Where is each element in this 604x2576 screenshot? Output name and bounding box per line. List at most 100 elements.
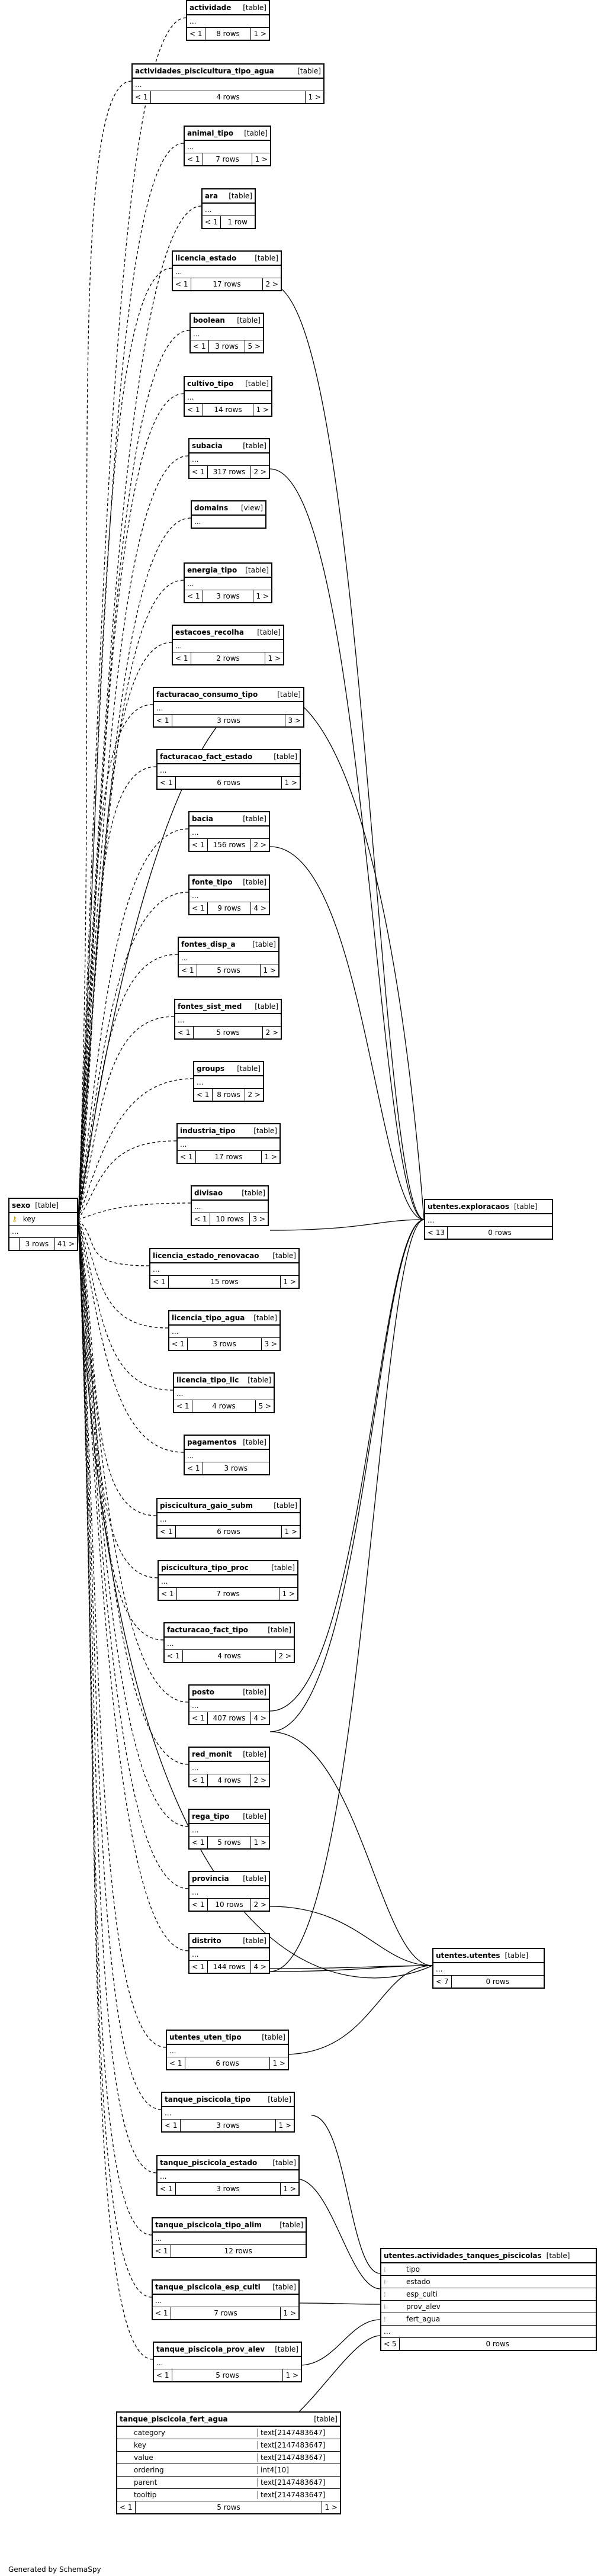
table-rega-tipo[interactable]: rega_tipo[table] ... < 1 5 rows 1 > bbox=[188, 1809, 270, 1850]
table-bacia[interactable]: bacia[table] ... < 1 156 rows 2 > bbox=[188, 811, 270, 852]
table-subacia[interactable]: subacia[table] ... < 1 317 rows 2 > bbox=[188, 438, 270, 479]
table-provincia[interactable]: provincia[table] ... < 1 10 rows 2 > bbox=[188, 1871, 270, 1912]
table-divisao[interactable]: divisao[table] ... < 1 10 rows 3 > bbox=[191, 1185, 269, 1226]
table-name: piscicultura_gaio_subm bbox=[160, 1501, 253, 1510]
ellipsis-row: ... bbox=[203, 204, 255, 216]
ellipsis-row: ... bbox=[194, 517, 201, 526]
table-licencia-estado-renovacao[interactable]: licencia_estado_renovacao[table] ... < 1… bbox=[149, 1248, 300, 1289]
parents-count: < 1 bbox=[169, 1338, 188, 1350]
table-kind: [table] bbox=[262, 2033, 285, 2041]
row-count: 7 rows bbox=[177, 1588, 280, 1600]
table-name: licencia_estado_renovacao bbox=[153, 1252, 259, 1260]
ellipsis-row: ... bbox=[158, 2170, 298, 2183]
parents-count: < 1 bbox=[192, 1213, 210, 1225]
table-kind: [table] bbox=[255, 254, 278, 262]
table-licencia-tipo-agua[interactable]: licencia_tipo_agua[table] ... < 1 3 rows… bbox=[168, 1310, 281, 1351]
children-count: 1 > bbox=[283, 2185, 296, 2193]
table-domains[interactable]: domains[view] ... bbox=[191, 500, 266, 529]
table-posto[interactable]: posto[table] ... < 1 407 rows 4 > bbox=[188, 1684, 270, 1725]
children-count: 2 > bbox=[253, 468, 266, 476]
row-count: 3 rows bbox=[172, 715, 286, 726]
row-count: 7 rows bbox=[203, 153, 253, 165]
ellipsis-row: ... bbox=[381, 2326, 596, 2338]
table-red-monit[interactable]: red_monit[table] ... < 1 4 rows 2 > bbox=[188, 1747, 270, 1787]
table-kind: [table] bbox=[271, 1564, 295, 1572]
table-piscicultura-tipo-proc[interactable]: piscicultura_tipo_proc[table] ... < 1 7 … bbox=[158, 1560, 298, 1601]
row-count: 2 rows bbox=[191, 652, 266, 664]
table-licencia-tipo-lic[interactable]: licencia_tipo_lic[table] ... < 1 4 rows … bbox=[173, 1372, 275, 1413]
table-kind: [table] bbox=[244, 129, 268, 137]
table-actividades-tanques-piscicolas[interactable]: utentes.actividades_tanques_piscicolas[t… bbox=[380, 2248, 597, 2351]
table-animal-tipo[interactable]: animal_tipo[table] ... < 1 7 rows 1 > bbox=[184, 126, 271, 166]
table-actividades-piscicultura-tipo-agua[interactable]: actividades_piscicultura_tipo_agua[table… bbox=[131, 63, 325, 104]
children-count: 3 > bbox=[252, 1215, 265, 1223]
dashed-relationship bbox=[78, 1219, 189, 1703]
table-kind: [table] bbox=[268, 2095, 291, 2104]
row-count: 5 rows bbox=[208, 1837, 252, 1848]
table-tanque-piscicola-tipo-alim[interactable]: tanque_piscicola_tipo_alim[table] ... < … bbox=[152, 2217, 307, 2258]
children-count: 2 > bbox=[253, 1900, 266, 1909]
table-fontes-sist-med[interactable]: fontes_sist_med[table] ... < 1 5 rows 2 … bbox=[174, 999, 282, 1040]
table-tanque-piscicola-tipo[interactable]: tanque_piscicola_tipo[table] ... < 1 3 r… bbox=[161, 2092, 295, 2133]
parents-count: < 1 bbox=[189, 839, 208, 851]
parents-count: < 1 bbox=[158, 1526, 176, 1538]
table-tanque-piscicola-fert-agua[interactable]: tanque_piscicola_fert_agua[table] catego… bbox=[116, 2411, 341, 2514]
table-fontes-disp-a[interactable]: fontes_disp_a[table] ... < 1 5 rows 1 > bbox=[178, 937, 279, 977]
table-cultivo-tipo[interactable]: cultivo_tipo[table] ... < 1 14 rows 1 > bbox=[184, 376, 272, 417]
table-kind: [table] bbox=[245, 380, 269, 388]
table-kind: [table] bbox=[513, 1202, 538, 1211]
children-count: 3 > bbox=[264, 1340, 277, 1348]
table-tanque-piscicola-estado[interactable]: tanque_piscicola_estado[table] ... < 1 3… bbox=[156, 2155, 300, 2196]
table-kind: [table] bbox=[243, 442, 266, 450]
table-fonte-tipo[interactable]: fonte_tipo[table] ... < 1 9 rows 4 > bbox=[188, 874, 270, 915]
table-kind: [table] bbox=[274, 752, 297, 761]
table-name: licencia_tipo_lic bbox=[176, 1376, 239, 1384]
table-utentes-uten-tipo[interactable]: utentes_uten_tipo[table] ... < 1 6 rows … bbox=[166, 2030, 289, 2070]
row-count: 4 rows bbox=[183, 1650, 277, 1662]
table-energia-tipo[interactable]: energia_tipo[table] ... < 1 3 rows 1 > bbox=[184, 562, 272, 603]
children-count: 1 > bbox=[272, 2059, 285, 2067]
table-facturacao-fact-estado[interactable]: facturacao_fact_estado[table] ... < 1 6 … bbox=[156, 749, 301, 790]
ellipsis-row: ... bbox=[189, 1700, 269, 1712]
table-piscicultura-gaio-subm[interactable]: piscicultura_gaio_subm[table] ... < 1 6 … bbox=[156, 1498, 301, 1539]
row-count: 5 rows bbox=[136, 2501, 323, 2513]
children-count: 5 > bbox=[258, 1402, 271, 1410]
row-count: 8 rows bbox=[205, 28, 252, 40]
fk-relationship bbox=[269, 1965, 433, 1972]
table-ara[interactable]: ara[table] ... < 1 1 row bbox=[201, 188, 256, 229]
table-name: subacia bbox=[192, 442, 223, 450]
table-boolean[interactable]: boolean[table] ... < 1 3 rows 5 > bbox=[189, 313, 264, 353]
row-count: 15 rows bbox=[169, 1276, 281, 1288]
parents-count: < 1 bbox=[178, 1151, 196, 1163]
row-count: 5 rows bbox=[197, 964, 261, 976]
children-count: 2 > bbox=[248, 1091, 261, 1099]
table-tanque-piscicola-esp-culti[interactable]: tanque_piscicola_esp_culti[table] ... < … bbox=[152, 2279, 300, 2320]
table-pagamentos[interactable]: pagamentos[table] ... < 1 3 rows bbox=[184, 1435, 270, 1475]
ellipsis-row: ... bbox=[165, 1638, 294, 1650]
table-distrito[interactable]: distrito[table] ... < 1 144 rows 4 > bbox=[188, 1933, 270, 1974]
table-kind: [table] bbox=[272, 2283, 296, 2291]
table-estacoes-recolha[interactable]: estacoes_recolha[table] ... < 1 2 rows 1… bbox=[172, 625, 284, 665]
table-groups[interactable]: groups[table] ... < 1 8 rows 2 > bbox=[193, 1061, 264, 1102]
table-name: domains bbox=[194, 504, 229, 512]
fk-relationship bbox=[311, 2115, 381, 2274]
table-kind: [table] bbox=[243, 1874, 266, 1883]
table-licencia-estado[interactable]: licencia_estado[table] ... < 1 17 rows 2… bbox=[172, 250, 282, 291]
children-count: 1 > bbox=[256, 406, 269, 414]
children-count: 1 > bbox=[284, 779, 297, 787]
table-actividade[interactable]: actividade[table] ... < 1 8 rows 1 > bbox=[186, 0, 270, 41]
dashed-relationship bbox=[78, 704, 153, 1220]
children-count: 2 > bbox=[278, 1652, 291, 1660]
table-facturacao-consumo-tipo[interactable]: facturacao_consumo_tipo[table] ... < 1 3… bbox=[153, 687, 304, 728]
generated-by-footer: Generated by SchemaSpy bbox=[8, 2565, 101, 2574]
table-tanque-piscicola-prov-alev[interactable]: tanque_piscicola_prov_alev[table] ... < … bbox=[153, 2342, 302, 2382]
table-facturacao-fact-tipo[interactable]: facturacao_fact_tipo[table] ... < 1 4 ro… bbox=[163, 1622, 295, 1663]
fk-relationship bbox=[269, 1219, 425, 1972]
parents-count: < 1 bbox=[158, 2183, 176, 2195]
table-kind: [table] bbox=[268, 1626, 291, 1634]
table-industria-tipo[interactable]: industria_tipo[table] ... < 1 17 rows 1 … bbox=[176, 1123, 281, 1164]
